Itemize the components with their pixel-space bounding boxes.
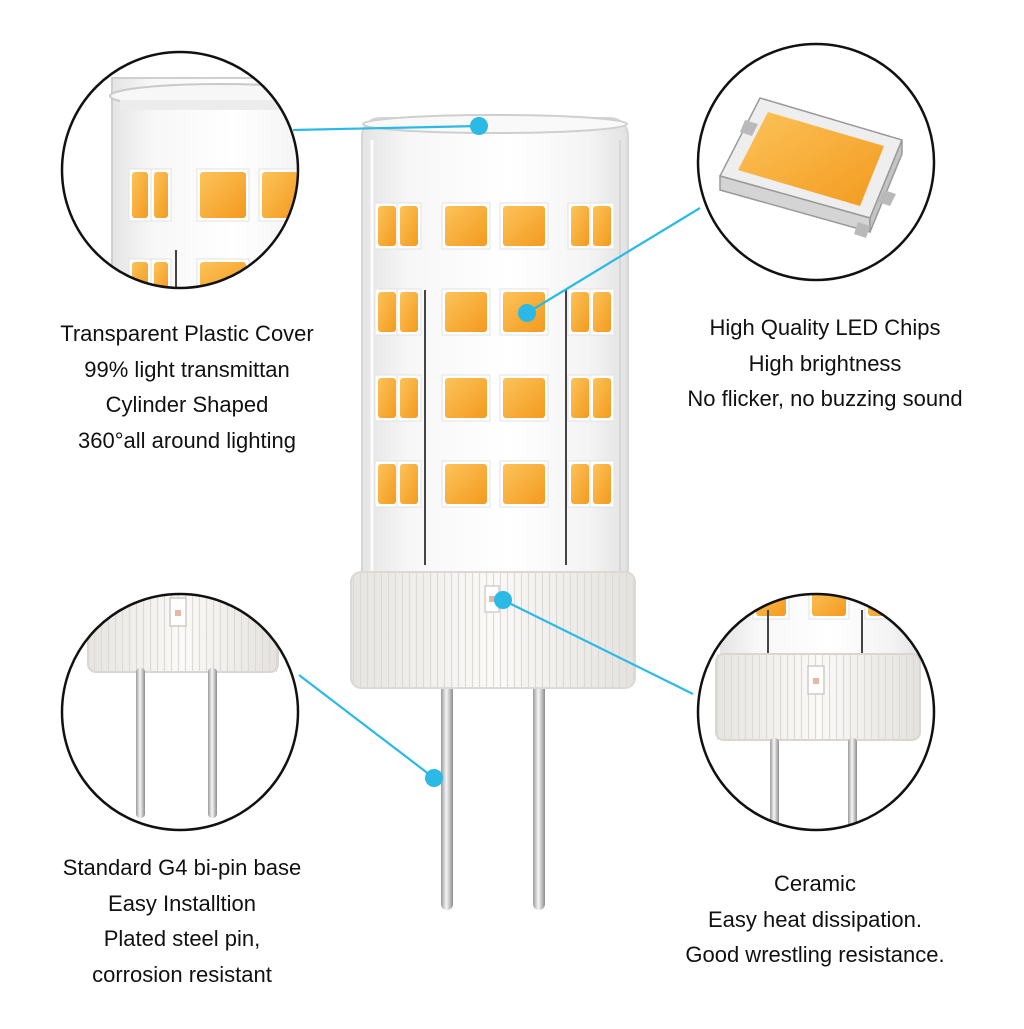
led-chip bbox=[150, 258, 172, 288]
callout-line-base bbox=[298, 674, 435, 779]
caption-line: 360°all around lighting bbox=[78, 427, 296, 453]
callout-line-chips bbox=[526, 207, 701, 314]
callout-line-cover bbox=[292, 124, 480, 132]
led-chip bbox=[258, 258, 298, 288]
led-chip bbox=[499, 374, 549, 422]
led-chip bbox=[567, 202, 593, 250]
led-chip bbox=[441, 288, 491, 336]
led-chip bbox=[441, 460, 491, 508]
transparent-cover bbox=[361, 114, 629, 589]
led-chip bbox=[374, 460, 400, 508]
led-chip bbox=[196, 168, 250, 222]
led-chip bbox=[441, 202, 491, 250]
callout-lines bbox=[292, 124, 701, 779]
caption-line: High brightness bbox=[748, 350, 902, 376]
callout-dot-chips bbox=[518, 304, 536, 322]
led-chip bbox=[150, 168, 172, 222]
led-chip bbox=[589, 460, 615, 508]
caption-line: Transparent Plastic Cover bbox=[60, 321, 314, 346]
led-chip bbox=[374, 288, 400, 336]
caption-led-chips: High Quality LED Chips High brightness N… bbox=[650, 310, 1000, 417]
caption-line: Ceramic bbox=[774, 871, 856, 896]
led-chip bbox=[396, 288, 422, 336]
caption-line: 99% light transmittan bbox=[84, 356, 290, 382]
zoom-circle-ceramic bbox=[696, 592, 936, 832]
led-chip bbox=[567, 288, 593, 336]
caption-line: Plated steel pin, bbox=[103, 926, 261, 951]
callout-dots bbox=[425, 117, 536, 787]
caption-line: No flicker, no buzzing sound bbox=[687, 386, 963, 411]
led-chip bbox=[589, 374, 615, 422]
led-chip bbox=[567, 460, 593, 508]
led-chip-array bbox=[374, 202, 615, 508]
smd-led-chip bbox=[718, 97, 904, 238]
led-chip bbox=[396, 202, 422, 250]
caption-line: Standard G4 bi-pin base bbox=[62, 855, 302, 880]
caption-line: High Quality LED Chips bbox=[709, 315, 941, 340]
callout-dot-cover bbox=[470, 117, 488, 135]
led-chip bbox=[396, 460, 422, 508]
pin-left bbox=[441, 670, 453, 910]
led-chip bbox=[396, 374, 422, 422]
led-chip bbox=[196, 258, 250, 288]
caption-base: Standard G4 bi-pin base Easy Installtion… bbox=[22, 850, 342, 992]
led-chip bbox=[374, 202, 400, 250]
led-chip bbox=[808, 594, 850, 620]
main-bulb bbox=[350, 114, 636, 910]
zoom-circle-led-chip bbox=[696, 42, 936, 282]
zoom-circle-cover bbox=[60, 50, 300, 290]
led-chip bbox=[589, 288, 615, 336]
led-chip bbox=[589, 202, 615, 250]
led-chip bbox=[499, 460, 549, 508]
caption-line: Good wrestling resistance. bbox=[685, 942, 945, 967]
caption-line: Cylinder Shaped bbox=[105, 392, 269, 417]
callout-line-ceramic bbox=[502, 599, 694, 695]
led-chip bbox=[128, 168, 152, 222]
caption-cover: Transparent Plastic Cover 99% light tran… bbox=[22, 316, 352, 458]
callout-dot-base bbox=[425, 769, 443, 787]
led-chip bbox=[441, 374, 491, 422]
led-chip bbox=[567, 374, 593, 422]
callout-dot-ceramic bbox=[494, 591, 512, 609]
caption-ceramic: Ceramic Easy heat dissipation. Good wres… bbox=[650, 866, 980, 973]
caption-line: corrosion resistant bbox=[92, 961, 272, 987]
zoom-circle-bi-pin-base bbox=[60, 592, 300, 832]
led-chip bbox=[374, 374, 400, 422]
caption-line: Easy heat dissipation. bbox=[707, 906, 923, 932]
led-chip bbox=[752, 594, 790, 620]
caption-line: Easy Installtion bbox=[108, 890, 256, 916]
ceramic-base bbox=[350, 571, 636, 689]
pin-right bbox=[533, 670, 545, 910]
led-chip bbox=[499, 202, 549, 250]
